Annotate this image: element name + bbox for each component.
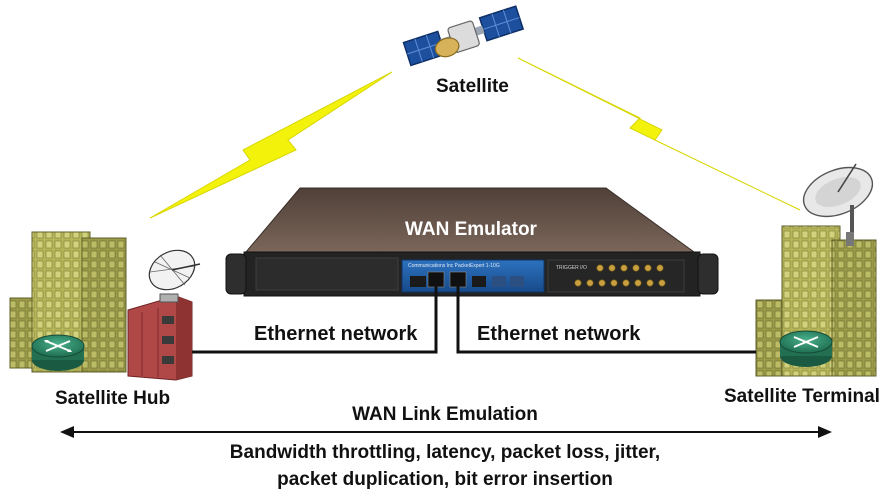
ethernet-network-label-right: Ethernet network: [477, 323, 641, 345]
ethernet-cable-right: [456, 282, 756, 354]
satellite-hub-box: [127, 295, 193, 381]
lightning-icon-left: [149, 71, 393, 219]
double-arrow-icon: [60, 426, 832, 438]
satellite-dish-icon-terminal: [802, 163, 874, 246]
satellite-icon: [402, 5, 525, 67]
lightning-icon-right: [517, 57, 801, 211]
router-icon-terminal: [779, 330, 833, 367]
description-line-2: packet duplication, bit error insertion: [277, 469, 613, 490]
wan-link-emulation-label: WAN Link Emulation: [352, 404, 538, 425]
satellite-label: Satellite: [436, 76, 509, 97]
satellite-dish-icon-hub: [148, 249, 201, 303]
description-line-1: Bandwidth throttling, latency, packet lo…: [229, 442, 661, 463]
satellite-terminal-label: Satellite Terminal: [724, 386, 880, 407]
device-trigger-text: TRIGGER I/O: [556, 265, 587, 271]
ethernet-network-label-left: Ethernet network: [254, 323, 418, 345]
router-icon-hub: [31, 334, 85, 371]
ethernet-cable-left: [192, 282, 438, 354]
wan-emulator-label: WAN Emulator: [405, 219, 537, 240]
wan-emulator-device: Communications Inc PacketExpert 1-10G TR…: [225, 187, 719, 297]
device-panel-text: Communications Inc PacketExpert 1-10G: [408, 263, 500, 269]
satellite-hub-label: Satellite Hub: [55, 388, 171, 409]
